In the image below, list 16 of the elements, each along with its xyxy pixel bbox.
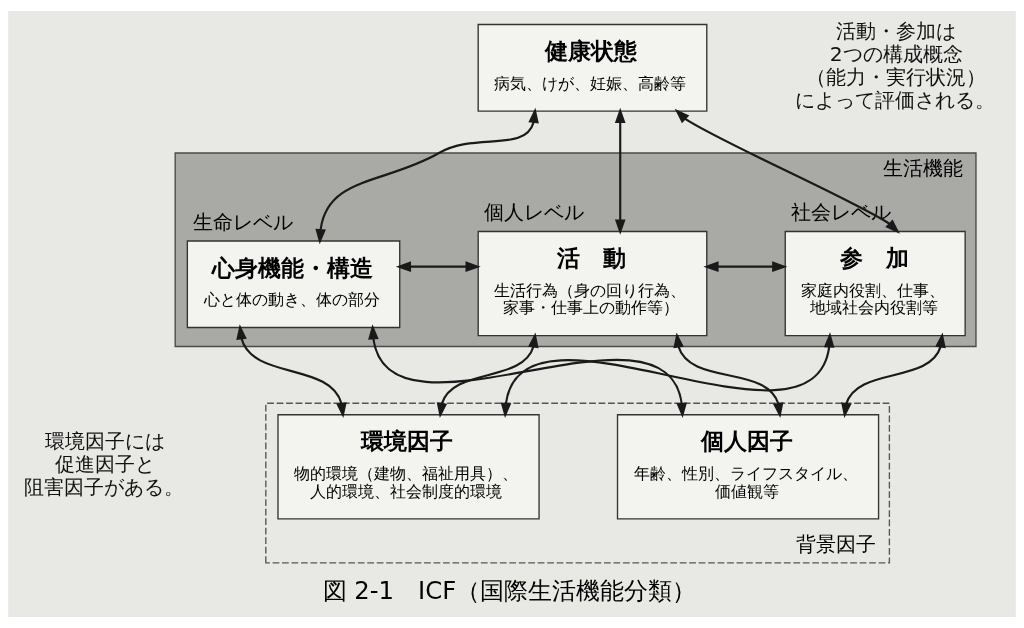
label: 環境因子には促進因子と阻害因子がある。 [24, 428, 185, 499]
arrow [395, 261, 481, 272]
arrow [673, 332, 784, 418]
arrow [236, 324, 347, 418]
arrow [674, 108, 900, 234]
arrow [841, 332, 946, 418]
arrow [368, 324, 687, 419]
arrow [436, 332, 539, 418]
caption: 図 2-1 ICF（国際生活機能分類） [322, 575, 697, 605]
arrow [703, 261, 788, 272]
arrow [315, 107, 539, 245]
label: 活動・参加は2つの構成概念（能力・実行状況）によって評価される。 [795, 19, 996, 113]
arrow [500, 332, 835, 419]
node-label: 個人レベル [483, 200, 584, 225]
arrow [614, 107, 626, 235]
node-label: 生命レベル [192, 209, 293, 234]
